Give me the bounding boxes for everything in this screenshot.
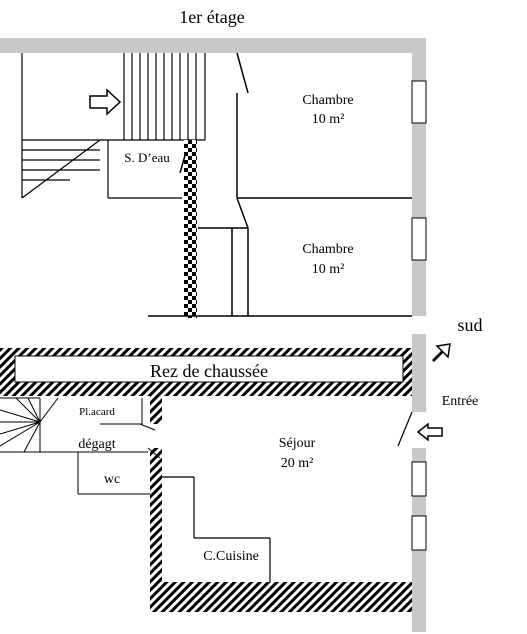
room-area: 10 m²: [312, 262, 345, 277]
ground-east-wall-top: [412, 334, 426, 412]
upper-window-2: [411, 217, 427, 261]
ground-floor-title: Rez de chaussée: [150, 361, 268, 381]
upper-staircase: [21, 53, 206, 199]
ground-window-2: [411, 515, 427, 551]
room-label: Chambre: [302, 93, 353, 108]
room-area: 20 m²: [281, 456, 314, 471]
entrance-label: Entrée: [442, 394, 479, 409]
room-label: Séjour: [279, 436, 316, 451]
north-arrow-icon: [431, 343, 451, 363]
bathroom-label: S. D’eau: [124, 150, 170, 165]
entrance-door: [397, 411, 413, 447]
closet-label: Pl.acard: [79, 406, 115, 418]
ground-floor: Rez de chaussée Entrée: [0, 334, 478, 632]
orientation-label: sud: [457, 315, 482, 335]
room-area: 10 m²: [312, 112, 345, 127]
ground-window-1: [411, 461, 427, 497]
upper-top-wall: [0, 38, 426, 53]
entrance-arrow-icon: [416, 422, 443, 442]
stair-direction-arrow-icon: [89, 88, 122, 116]
kitchen-label: C.Cuisine: [203, 549, 259, 564]
ground-bottom-wall: [150, 582, 412, 612]
toilet-label: wc: [104, 472, 120, 487]
ground-staircase: [0, 397, 161, 495]
upper-window-1: [411, 80, 427, 124]
hallway-label: dégagt: [78, 437, 115, 452]
ground-title-box: [14, 355, 404, 383]
upper-brick-wall: [184, 140, 197, 318]
room-label: Chambre: [302, 242, 353, 257]
ground-inner-wall: [150, 448, 162, 612]
upper-east-wall: [412, 38, 426, 316]
upper-floor-title: 1er étage: [179, 7, 244, 27]
upper-floor: 1er étage: [0, 7, 427, 318]
upper-partitions: [148, 52, 412, 317]
kitchen-outline: [162, 476, 271, 582]
ground-inner-wall-top: [150, 396, 162, 424]
